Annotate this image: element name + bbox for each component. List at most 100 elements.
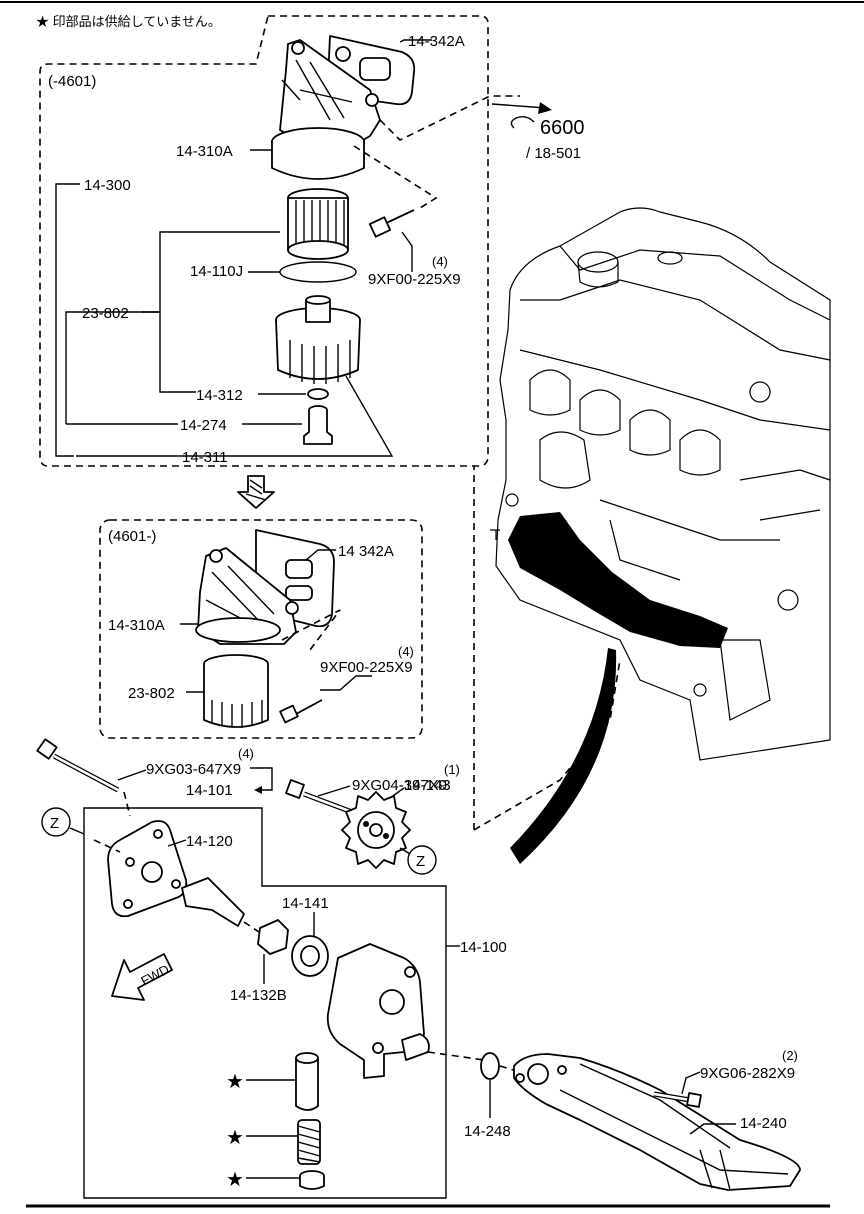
bracket-pump-bolt-arrow [254, 786, 262, 794]
bracket-pump-bolt [250, 767, 273, 791]
gasket-new-hole-a [285, 559, 313, 579]
bracket-set [55, 183, 80, 457]
pump-oring [480, 1052, 500, 1080]
guide-oring [427, 1051, 485, 1061]
label-gasket-old: 14-342A [408, 33, 465, 50]
oring-small [307, 388, 329, 400]
zone-marker-a [41, 807, 71, 837]
star-relief-spring: ★ [226, 1127, 244, 1149]
pump-shaft [181, 877, 245, 927]
leader-gasket-new [305, 549, 336, 561]
label-sprocket: 14-143 [404, 777, 451, 794]
bolt-new-shank [295, 699, 323, 715]
fwd-arrow-icon [111, 953, 173, 1001]
filter-body-old-ribs [281, 59, 353, 121]
old-group-boundary [39, 15, 489, 467]
cap-body [275, 319, 361, 380]
pump-housing-bolt-a [404, 966, 416, 978]
filter-body-old-bowl [271, 140, 365, 180]
strainer-location-silhouette [508, 512, 728, 648]
reference-icon [510, 115, 535, 129]
star-relief-plunger: ★ [226, 1071, 244, 1093]
bolt-new-head [279, 704, 299, 724]
guide-new-bolt [281, 609, 341, 651]
oil-strainer-bolt-hole-b [557, 1065, 567, 1075]
label-oring-small: 14-312 [196, 387, 243, 404]
filter-body-new-ribs [205, 565, 275, 623]
label-sprocket-bolt: 9XG04-397X9 [352, 777, 447, 794]
zone-marker-b-leader [399, 847, 411, 855]
guide-cover-a [93, 839, 121, 853]
oil-strainer-contours [559, 1063, 789, 1175]
cap-ribs [289, 340, 351, 384]
oil-strainer-mouth [699, 1149, 731, 1191]
pump-housing-outlet [401, 1033, 430, 1061]
label-bolt-old-qty: (4) [432, 254, 448, 269]
pump-cover-bolt-a [125, 857, 135, 867]
pump-housing-bolt-b [372, 1042, 384, 1054]
reference-sub: / 18-501 [526, 145, 581, 162]
leader-pump-bolt [117, 769, 147, 781]
relief-plug [299, 1170, 325, 1190]
label-cap: 14-311 [182, 449, 228, 466]
element-pleats [295, 200, 345, 250]
filter-body-old-boss-a [291, 41, 305, 55]
reference-arrow-head [538, 102, 552, 114]
new-group-boundary [99, 519, 423, 739]
pump-cover-hole [141, 861, 163, 883]
gasket-old-hole [359, 57, 391, 81]
label-sprocket-bolt-qty: (1) [444, 762, 460, 777]
pump-cover-bolt-c [171, 879, 181, 889]
guide-old-bolt [353, 145, 438, 209]
label-oring: 14-248 [464, 1123, 511, 1140]
pump-bolt [36, 738, 120, 793]
label-pump-bolt-group: 14-101 [186, 782, 233, 799]
reference-code: 6600 [540, 117, 585, 139]
bracket-cartridge-old-inner [159, 231, 280, 393]
label-cartridge-new: 23-802 [128, 685, 175, 702]
zone-marker-a-label: Z [50, 815, 59, 832]
sprocket-bolt [285, 779, 353, 815]
label-pump: 14-100 [460, 939, 507, 956]
inner-rotor [257, 919, 289, 955]
leader-bolt-old [401, 231, 413, 272]
label-strainer-bolt-qty: (2) [782, 1048, 798, 1063]
zone-marker-b-label: Z [416, 853, 425, 870]
leader-bolt-new [320, 675, 372, 691]
bracket-cartridge-old [65, 311, 160, 424]
leader-strainer-bolt [681, 1071, 701, 1095]
label-body-new: 14-310A [108, 617, 165, 634]
label-cover: 14-120 [186, 833, 233, 850]
leader-sprocket-bolt [317, 785, 351, 797]
filter-body-new-base [195, 617, 281, 643]
label-bolt-new-qty: (4) [398, 644, 414, 659]
label-pump-bolt-qty: (4) [238, 746, 254, 761]
cartridge-new-ribs [211, 700, 263, 728]
label-gasket-new: 14 342A [338, 543, 394, 560]
leader-sprocket [389, 787, 405, 799]
star-relief-plug: ★ [226, 1169, 244, 1191]
pump-box [83, 807, 447, 1199]
label-inner-rotor: 14-132B [230, 987, 287, 1004]
strainer-bolt [653, 1091, 702, 1108]
reference-arrow-line [491, 103, 547, 109]
relief-plunger-top [295, 1052, 319, 1064]
old-group-label: (-4601) [48, 73, 96, 90]
valve-body [303, 410, 333, 445]
element-oring [279, 261, 357, 283]
leader-cover [167, 839, 187, 847]
filter-body-new-boss-a [209, 549, 223, 563]
filter-body-old-boss-b [365, 93, 379, 107]
engine-boundary-bottom [473, 659, 621, 831]
label-strainer-bolt: 9XG06-282X9 [700, 1065, 795, 1082]
oil-strainer [513, 1053, 801, 1191]
gasket-old-boss [335, 46, 351, 62]
leader-strainer [689, 1123, 736, 1135]
hatched-down-arrow [237, 475, 275, 509]
label-valve: 14-274 [180, 417, 227, 434]
leader-cap [76, 375, 394, 457]
guide-old-to-engine [379, 95, 520, 141]
oil-strainer-inlet [527, 1063, 549, 1085]
filter-body-new-boss-b [285, 601, 299, 615]
